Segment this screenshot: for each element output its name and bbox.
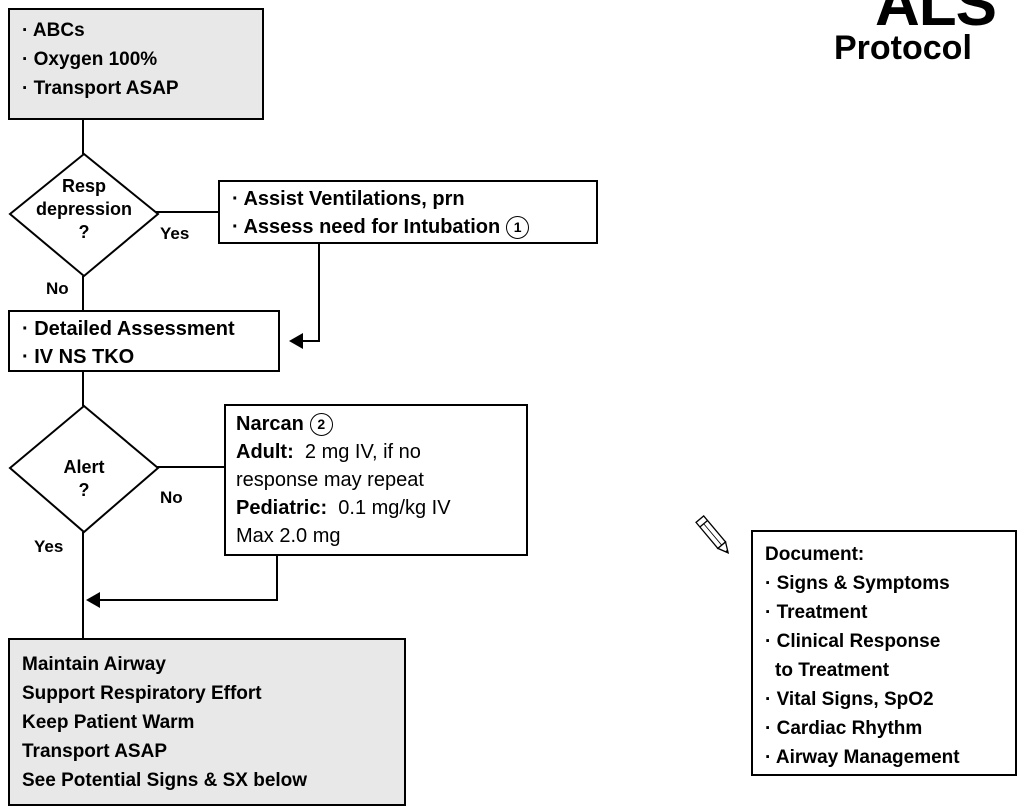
connector-line	[318, 243, 320, 341]
start-box: · ABCs · Oxygen 100% · Transport ASAP	[8, 8, 264, 120]
pediatric-label: Pediatric:	[236, 497, 328, 519]
title-protocol: Protocol	[834, 29, 972, 67]
title-als: ALS	[875, 0, 997, 39]
document-title: Document:	[765, 544, 865, 565]
final-item: Keep Patient Warm	[22, 712, 195, 733]
final-item: See Potential Signs & SX below	[22, 770, 308, 791]
note-marker: 2	[309, 413, 333, 437]
ventilation-item: · Assess need for Intubation	[232, 216, 501, 238]
connector-line	[82, 276, 84, 310]
final-item: Transport ASAP	[22, 741, 167, 762]
connector-line	[276, 555, 278, 600]
connector-line	[300, 340, 320, 342]
decision-alert-label: Alert ?	[63, 457, 105, 500]
connector-line	[82, 118, 84, 154]
document-item: · Signs & Symptoms	[765, 573, 950, 594]
assessment-item: · IV NS TKO	[22, 346, 135, 368]
decision-resp-label: Resp depression ?	[35, 176, 133, 242]
decision-diamond-alert	[8, 404, 160, 534]
adult-text: 2 mg IV, if no response may repeat	[236, 441, 424, 491]
arrow-head	[86, 592, 100, 608]
max-dose-text: Max 2.0 mg	[236, 525, 341, 547]
document-item: · Cardiac Rhythm	[765, 718, 923, 739]
document-item: · Vital Signs, SpO2	[765, 689, 934, 710]
document-item: · Airway Management	[765, 747, 960, 768]
document-item: · Clinical Response	[765, 631, 941, 652]
arrow-head	[289, 333, 303, 349]
decision-diamond-resp	[8, 152, 160, 278]
document-item: to Treatment	[775, 660, 890, 681]
document-box: Document: · Signs & Symptoms · Treatment…	[751, 530, 1017, 776]
connector-line	[82, 532, 84, 638]
pediatric-text: 0.1 mg/kg IV	[338, 497, 451, 519]
no-label: No	[46, 279, 69, 298]
connector-line	[156, 466, 224, 468]
note-marker: 1	[506, 216, 530, 240]
final-item: Support Respiratory Effort	[22, 683, 262, 704]
connector-line	[82, 370, 84, 406]
assessment-box: · Detailed Assessment · IV NS TKO	[8, 310, 280, 372]
ventilation-box: · Assist Ventilations, prn · Assess need…	[218, 180, 598, 244]
start-item: · Transport ASAP	[22, 78, 179, 99]
adult-label: Adult:	[236, 441, 294, 463]
connector-line	[98, 599, 278, 601]
final-box: Maintain Airway Support Respiratory Effo…	[8, 638, 406, 806]
start-item: · ABCs	[22, 20, 85, 41]
narcan-title: Narcan	[236, 413, 304, 435]
no-label: No	[160, 488, 183, 507]
pencil-icon	[695, 515, 730, 554]
document-item: · Treatment	[765, 602, 868, 623]
connector-line	[156, 211, 220, 213]
yes-label: Yes	[34, 537, 64, 556]
ventilation-item: · Assist Ventilations, prn	[232, 188, 465, 210]
assessment-item: · Detailed Assessment	[22, 318, 235, 340]
yes-label: Yes	[160, 224, 190, 243]
final-item: Maintain Airway	[22, 654, 166, 675]
start-item: · Oxygen 100%	[22, 49, 158, 70]
